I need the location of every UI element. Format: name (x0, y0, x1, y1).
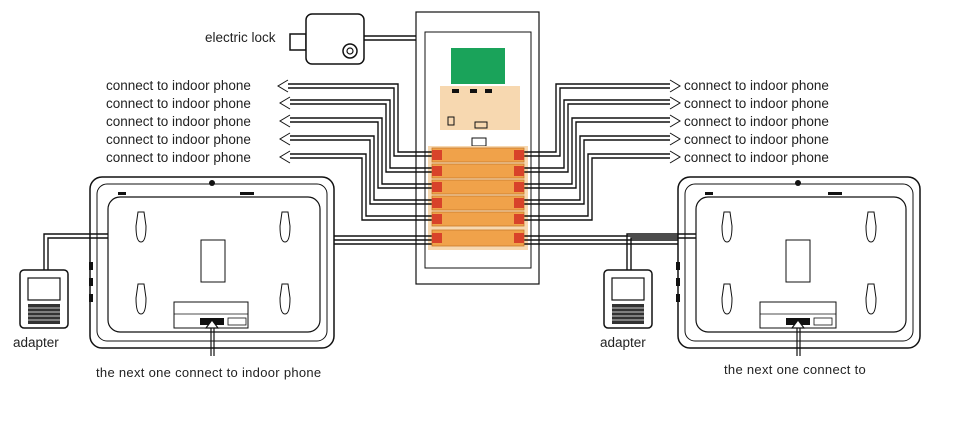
arrowhead-icon (279, 132, 291, 146)
left-arrowheads (277, 79, 291, 164)
adapter-right-label: adapter (600, 335, 646, 350)
right-connection-label: connect to indoor phone (684, 114, 829, 129)
right-connection-label: connect to indoor phone (684, 96, 829, 111)
left-connection-label: connect to indoor phone (106, 96, 251, 111)
arrowhead-icon (279, 150, 291, 164)
arrowhead-icon (279, 114, 291, 128)
right-arrowheads (669, 79, 681, 164)
electric-lock-icon (289, 13, 365, 65)
camera-module (451, 48, 505, 84)
arrowhead-icon (669, 79, 681, 93)
indoor-monitor-back-icon (676, 176, 921, 349)
up-arrow-icon (204, 319, 220, 356)
left-connection-labels: connect to indoor phone connect to indoo… (106, 78, 251, 165)
arrowhead-icon (669, 114, 681, 128)
control-board (440, 86, 520, 130)
left-connection-label: connect to indoor phone (106, 114, 251, 129)
power-adapter-icon (19, 269, 69, 329)
up-arrow-icon (790, 319, 806, 356)
right-connection-label: connect to indoor phone (684, 78, 829, 93)
next-phone-right-label: the next one connect to (724, 362, 866, 377)
power-adapter-icon (603, 269, 653, 329)
left-connection-label: connect to indoor phone (106, 78, 251, 93)
left-connection-label: connect to indoor phone (106, 150, 251, 165)
left-connection-label: connect to indoor phone (106, 132, 251, 147)
arrowhead-icon (277, 79, 289, 93)
adapter-left-label: adapter (13, 335, 59, 350)
arrowhead-icon (669, 150, 681, 164)
arrowhead-icon (279, 96, 291, 110)
electric-lock-label: electric lock (205, 30, 276, 45)
terminal-blocks (431, 147, 525, 247)
right-connection-label: connect to indoor phone (684, 132, 829, 147)
left-adapter-wires (43, 233, 108, 270)
left-wires (231, 83, 436, 320)
right-adapter-wires (626, 233, 696, 270)
indoor-monitor-back-icon (89, 176, 335, 349)
next-phone-left-label: the next one connect to indoor phone (96, 365, 321, 380)
right-connection-labels: connect to indoor phone connect to indoo… (684, 78, 829, 165)
arrowhead-icon (669, 132, 681, 146)
arrowhead-icon (669, 96, 681, 110)
right-connection-label: connect to indoor phone (684, 150, 829, 165)
